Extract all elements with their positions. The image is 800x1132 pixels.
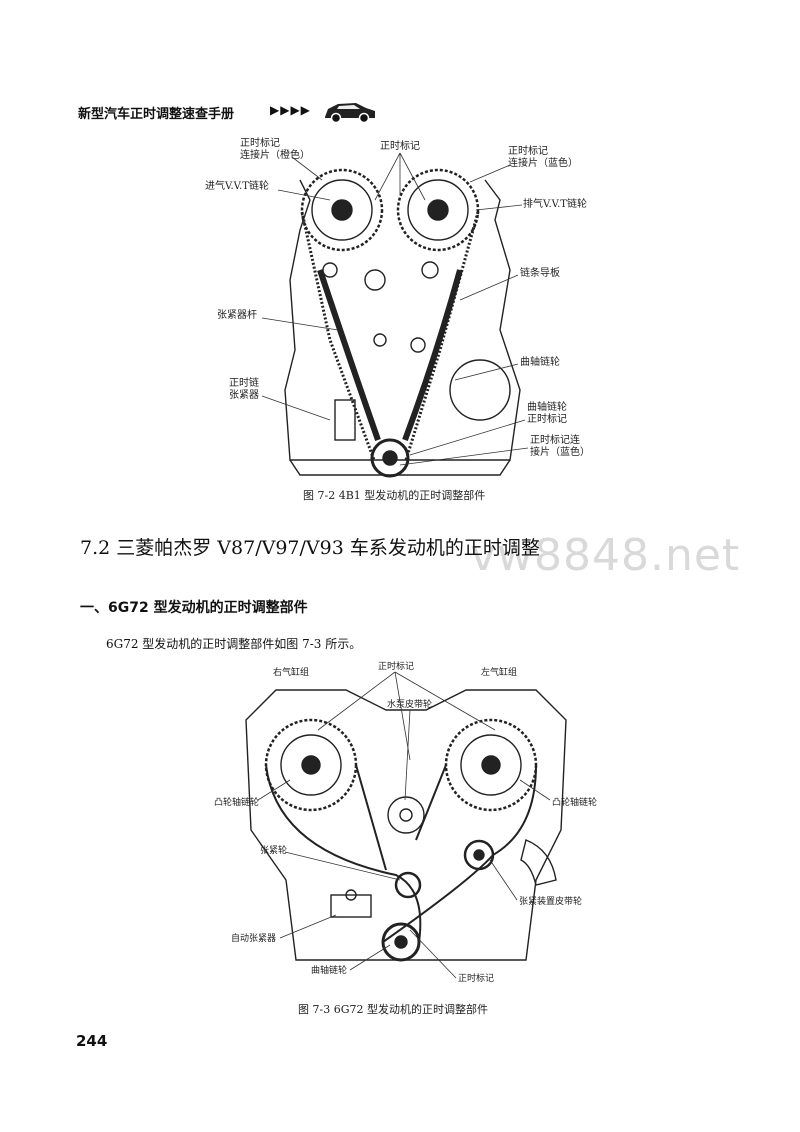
- subsection-heading: 一、6G72 型发动机的正时调整部件: [80, 600, 308, 616]
- label-tensioner-idler: 张紧装置皮带轮: [519, 897, 583, 907]
- label-chain-tensioner-1: 正时链: [229, 378, 259, 389]
- label-timing-link-orange-2: 连接片（橙色）: [240, 150, 310, 161]
- label-timing-link-orange-1: 正时标记: [240, 138, 280, 149]
- label-timing-link-blue2-2: 接片（蓝色）: [530, 447, 590, 458]
- label-crank-timing-mark-2: 正时标记: [527, 414, 567, 425]
- car-icon: [325, 103, 375, 124]
- label-crank-timing-mark-1: 曲轴链轮: [527, 402, 567, 413]
- label-crank-pulley: 曲轴链轮: [311, 966, 348, 976]
- label-auto-tensioner: 自动张紧器: [231, 934, 277, 944]
- body-paragraph: 6G72 型发动机的正时调整部件如图 7-3 所示。: [106, 637, 362, 651]
- label-right-bank: 右气缸组: [273, 668, 310, 678]
- page-number: 244: [76, 1032, 108, 1050]
- header-arrows: ▶▶▶▶: [270, 103, 311, 117]
- label-timing-link-blue-1: 正时标记: [508, 146, 548, 157]
- watermark: vw8848.net: [470, 530, 741, 581]
- figure-7-3-caption: 图 7-3 6G72 型发动机的正时调整部件: [298, 1003, 488, 1016]
- label-water-pump-pulley: 水泵皮带轮: [387, 700, 433, 710]
- label-chain-guide: 链条导板: [520, 268, 560, 279]
- label-timing-mark-bottom: 正时标记: [458, 974, 495, 984]
- figure-7-2-caption: 图 7-2 4B1 型发动机的正时调整部件: [303, 489, 486, 502]
- label-timing-marks-top: 正时标记: [378, 662, 415, 672]
- running-header-title: 新型汽车正时调整速查手册: [78, 107, 235, 122]
- label-chain-tensioner-2: 张紧器: [229, 390, 259, 401]
- label-crank-sprocket: 曲轴链轮: [520, 357, 560, 368]
- figure-4b1-engine-diagram: [284, 168, 521, 478]
- label-timing-link-blue-2: 连接片（蓝色）: [508, 158, 578, 169]
- label-cam-pulley-right: 凸轮轴链轮: [552, 798, 598, 808]
- figure-6g72-engine-diagram: [245, 689, 567, 962]
- section-heading: 7.2 三菱帕杰罗 V87/V97/V93 车系发动机的正时调整: [80, 537, 540, 559]
- label-cam-pulley-left: 凸轮轴链轮: [214, 798, 260, 808]
- label-intake-vvt: 进气V.V.T链轮: [205, 181, 269, 192]
- label-timing-marks: 正时标记: [380, 141, 420, 152]
- label-tensioner-lever: 张紧器杆: [217, 310, 257, 321]
- label-timing-link-blue2-1: 正时标记连: [530, 435, 580, 446]
- label-left-bank: 左气缸组: [481, 668, 518, 678]
- label-exhaust-vvt: 排气V.V.T链轮: [523, 199, 587, 210]
- label-tensioner-pulley: 张紧轮: [260, 846, 288, 856]
